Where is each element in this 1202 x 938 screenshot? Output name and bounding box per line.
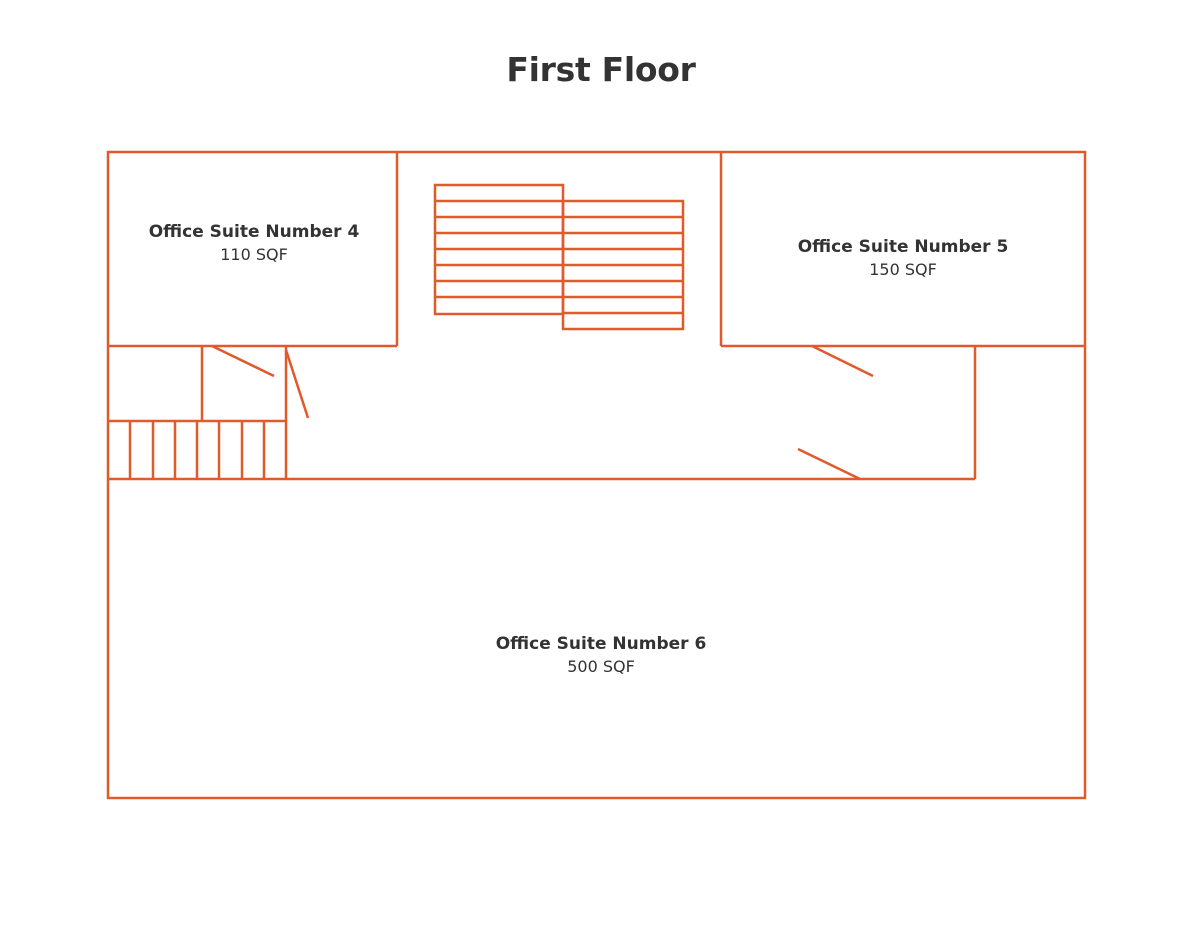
central-staircase	[433, 183, 685, 331]
room-name: Office Suite Number 5	[797, 237, 1009, 257]
room-area: 110 SQF	[220, 245, 288, 264]
suite-5-label: Office Suite Number 5 150 SQF	[743, 235, 1063, 281]
outer-wall	[106, 150, 1087, 800]
left-staircase	[128, 421, 266, 479]
room-name: Office Suite Number 4	[148, 222, 360, 242]
page-title: First Floor	[506, 50, 696, 89]
door-suite-6	[797, 447, 861, 481]
door-suite-4	[211, 344, 275, 378]
door-suite-5	[811, 344, 874, 378]
room-name: Office Suite Number 6	[495, 634, 707, 654]
room-area: 150 SQF	[869, 260, 937, 279]
room-area: 500 SQF	[567, 657, 635, 676]
suite-4-label: Office Suite Number 4 110 SQF	[94, 220, 414, 266]
door-closet	[284, 349, 310, 419]
suite-6-label: Office Suite Number 6 500 SQF	[441, 632, 761, 678]
